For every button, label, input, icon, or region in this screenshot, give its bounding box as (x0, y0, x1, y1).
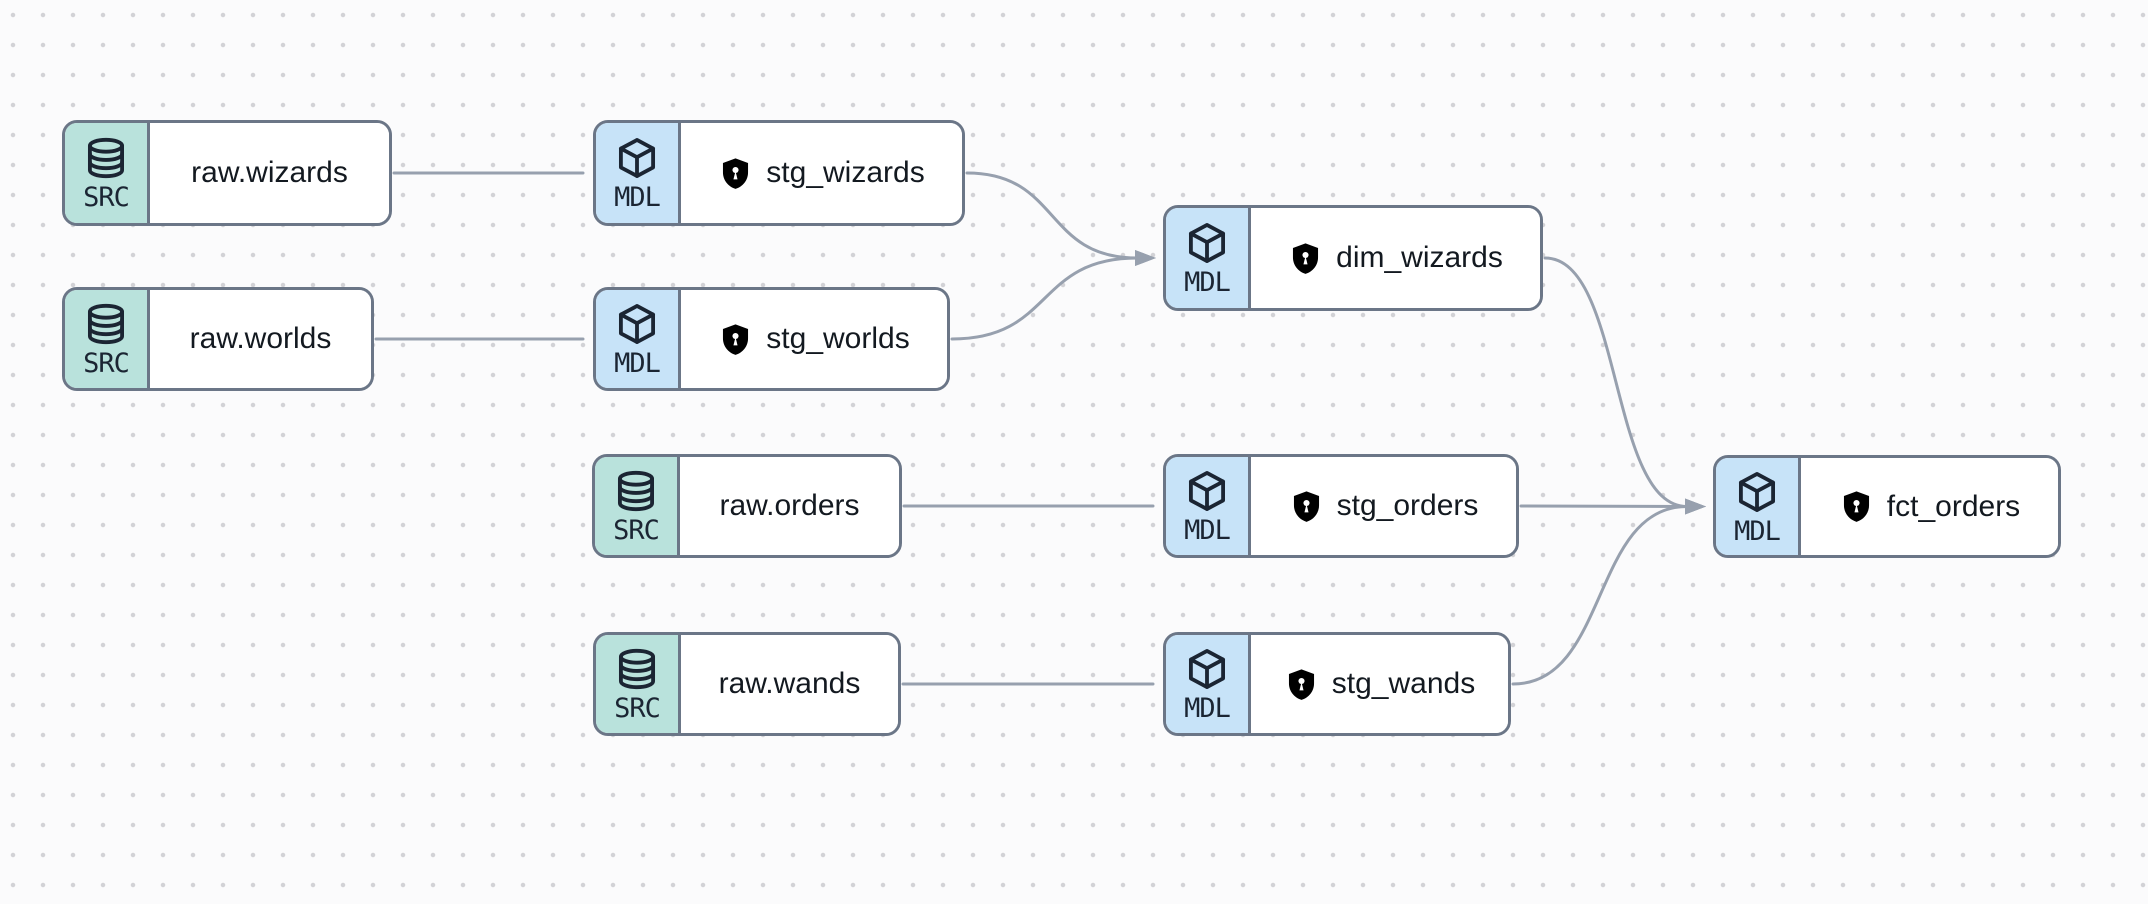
node-name-label: fct_orders (1886, 489, 2021, 523)
cube-icon (1188, 649, 1226, 690)
node-name-label: stg_wands (1331, 667, 1476, 700)
node-body: raw.orders (680, 457, 899, 555)
database-icon (87, 138, 125, 179)
node-type-label: MDL (1184, 267, 1231, 299)
edge-stg_orders-to-fct_orders (1519, 504, 1689, 508)
node-raw.wands[interactable]: SRC raw.wands (593, 632, 901, 736)
node-type-label: SRC (614, 693, 661, 725)
node-type-label: MDL (1184, 515, 1231, 547)
node-body: stg_wizards (681, 123, 962, 223)
node-raw.wizards[interactable]: SRC raw.wizards (62, 120, 392, 226)
edge-dim_wizards-to-fct_orders (1543, 256, 1689, 508)
shield-lock-icon (723, 323, 749, 355)
node-name-label: dim_wizards (1336, 241, 1503, 274)
node-name-label: raw.orders (719, 489, 860, 522)
node-body: stg_wands (1251, 635, 1508, 733)
shield-lock-icon (1843, 491, 1869, 522)
node-type-tag: MDL (1716, 458, 1801, 555)
edge-stg_wands-to-fct_orders (1511, 505, 1689, 686)
node-body: raw.worlds (150, 290, 371, 388)
node-type-label: SRC (83, 348, 130, 380)
arrowhead-dim_wizards (1135, 250, 1156, 266)
node-body: stg_orders (1251, 457, 1516, 555)
cube-icon (1738, 471, 1776, 512)
node-raw.worlds[interactable]: SRC raw.worlds (62, 287, 374, 391)
node-type-label: SRC (83, 182, 130, 214)
cube-icon (618, 138, 656, 179)
database-icon (617, 471, 655, 512)
node-type-tag: SRC (65, 123, 150, 223)
edge-stg_wizards-to-dim_wizards (965, 171, 1139, 260)
database-icon (618, 649, 656, 690)
node-raw.orders[interactable]: SRC raw.orders (592, 454, 902, 558)
node-type-label: MDL (614, 348, 661, 380)
shield-lock-icon (1293, 242, 1319, 274)
node-type-label: MDL (1184, 693, 1231, 725)
node-type-tag: MDL (1166, 457, 1251, 555)
node-dim_wizards[interactable]: MDL dim_wizards (1163, 205, 1543, 311)
shield-lock-icon (723, 157, 749, 189)
shield-lock-icon (1288, 668, 1314, 700)
node-name-label: raw.worlds (189, 322, 332, 355)
node-type-tag: MDL (1166, 208, 1251, 308)
node-type-tag: MDL (596, 290, 681, 388)
edge-stg_worlds-to-dim_wizards (950, 256, 1139, 341)
node-type-tag: SRC (595, 457, 680, 555)
node-name-label: stg_worlds (766, 322, 910, 355)
node-type-tag: MDL (1166, 635, 1251, 733)
node-name-label: stg_wizards (766, 156, 925, 189)
node-type-label: MDL (614, 182, 661, 214)
node-type-tag: SRC (65, 290, 150, 388)
node-name-label: stg_orders (1336, 489, 1479, 522)
node-stg_wizards[interactable]: MDL stg_wizards (593, 120, 965, 226)
node-body: fct_orders (1801, 458, 2058, 555)
node-stg_worlds[interactable]: MDL stg_worlds (593, 287, 950, 391)
node-fct_orders[interactable]: MDL fct_orders (1713, 455, 2061, 558)
node-body: raw.wizards (150, 123, 389, 223)
node-body: raw.wands (681, 635, 898, 733)
node-body: stg_worlds (681, 290, 947, 388)
arrowhead-fct_orders (1685, 498, 1706, 515)
cube-icon (1188, 471, 1226, 512)
cube-icon (1188, 223, 1226, 264)
node-name-label: raw.wizards (191, 156, 348, 189)
node-type-tag: MDL (596, 123, 681, 223)
cube-icon (618, 304, 656, 345)
node-type-label: SRC (613, 515, 660, 547)
node-stg_orders[interactable]: MDL stg_orders (1163, 454, 1519, 558)
node-body: dim_wizards (1251, 208, 1540, 308)
node-name-label: raw.wands (718, 667, 861, 700)
shield-lock-icon (1293, 490, 1319, 522)
node-stg_wands[interactable]: MDL stg_wands (1163, 632, 1511, 736)
node-type-label: MDL (1734, 515, 1781, 547)
node-type-tag: SRC (596, 635, 681, 733)
database-icon (87, 304, 125, 345)
